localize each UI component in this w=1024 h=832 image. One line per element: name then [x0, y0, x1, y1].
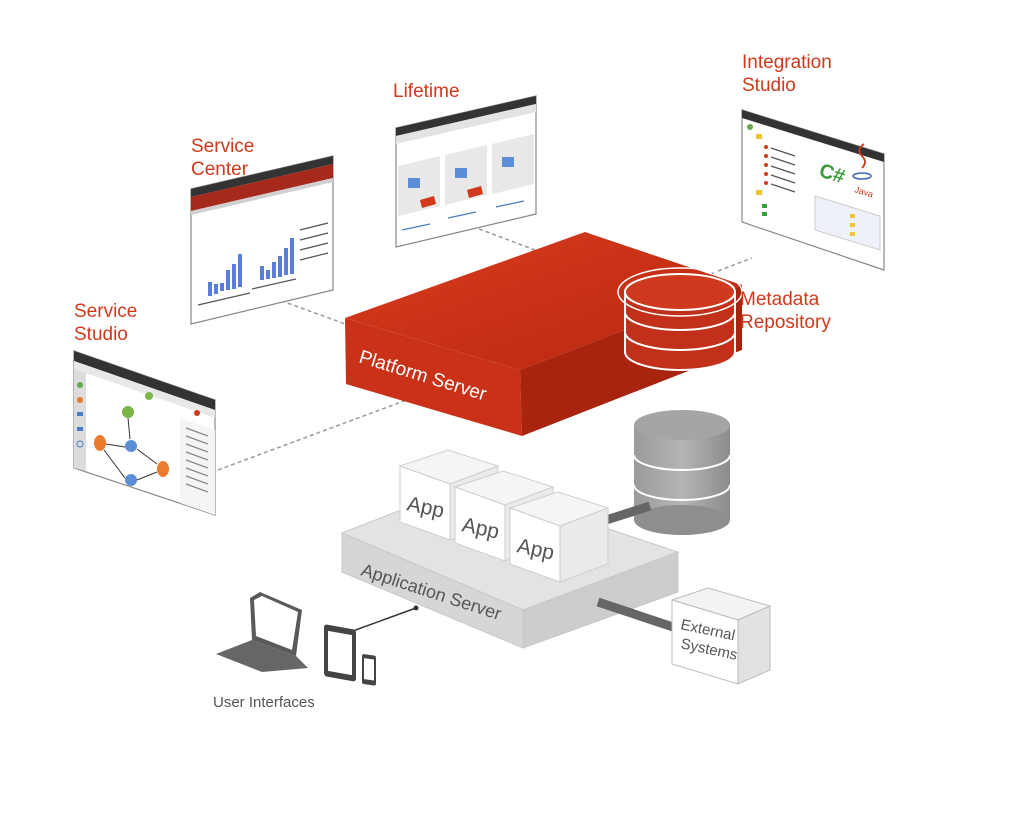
external-systems-cube — [670, 587, 772, 685]
tablet-icon — [324, 624, 356, 682]
service-studio-window — [73, 350, 216, 516]
external-connector — [596, 597, 678, 633]
service-studio-label: Service Studio — [74, 301, 138, 345]
devices-connector — [349, 607, 417, 633]
phone-icon — [362, 654, 376, 686]
metadata-repository-label: Metadata Repository — [740, 289, 831, 333]
app-database — [633, 410, 731, 535]
service-center-label: Service Center — [191, 136, 255, 180]
user-interfaces-label: User Interfaces — [213, 694, 315, 711]
lifetime-window — [395, 95, 537, 248]
lifetime-label: Lifetime — [393, 81, 460, 102]
integration-studio-label: Integration Studio — [742, 52, 832, 96]
app-cube-3 — [508, 491, 610, 583]
laptop-icon — [216, 592, 308, 672]
metadata-repository-db — [617, 267, 743, 371]
integration-studio-window — [741, 109, 885, 271]
service-center-window — [190, 155, 334, 325]
